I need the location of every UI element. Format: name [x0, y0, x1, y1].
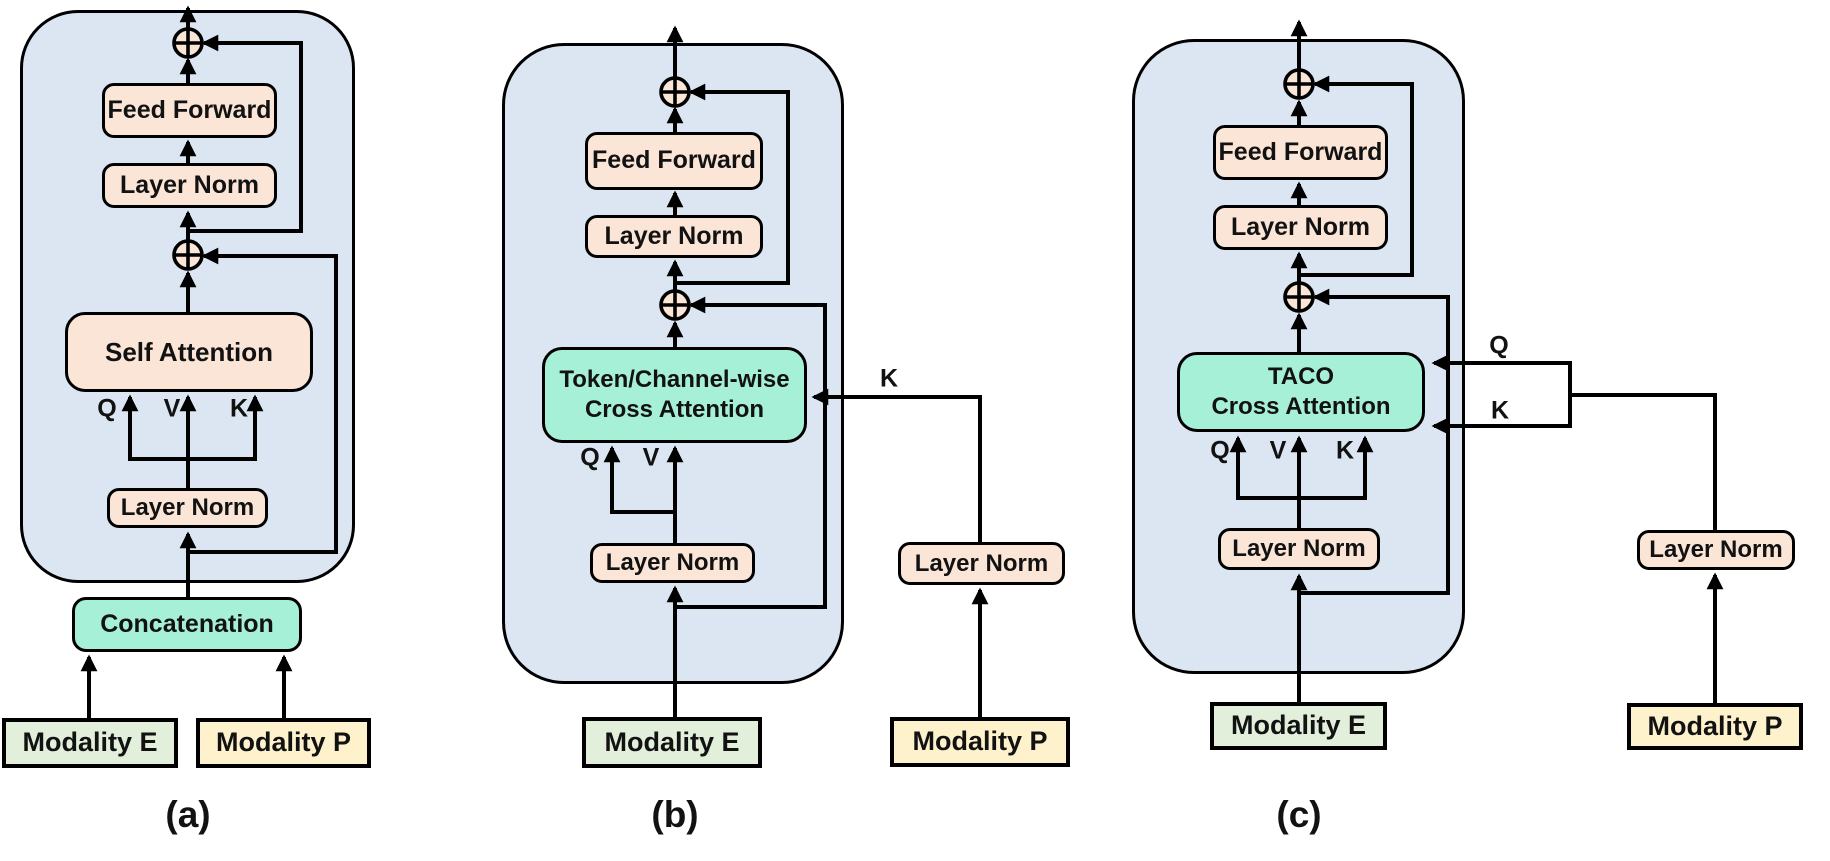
qk-router-box [1431, 354, 1572, 435]
feed-forward-block: Feed Forward [585, 132, 763, 190]
residual-ff-arrow [675, 83, 790, 285]
v-port-label: V [163, 394, 181, 423]
k-arrow [188, 394, 264, 461]
modality-p-block: Modality P [1627, 703, 1803, 750]
panel-c-connectors [1229, 19, 1724, 703]
add-circle-icon [1283, 281, 1315, 313]
q-arrow [121, 394, 188, 461]
residual-ff-arrow [1299, 75, 1414, 277]
layer-norm-block: Layer Norm [585, 215, 763, 258]
q-arrow [1229, 435, 1299, 500]
modality-e-block: Modality E [2, 718, 178, 768]
panel-a-caption: (a) [165, 794, 211, 835]
feed-forward-block: Feed Forward [102, 83, 277, 138]
v-port-label: V [1269, 436, 1287, 465]
residual-ff-arrow [188, 34, 303, 233]
panel-b-caption: (b) [651, 794, 699, 835]
qk-router-fill [1467, 361, 1570, 426]
k-input-label: K [879, 364, 899, 393]
panel-c-caption: (c) [1276, 794, 1322, 835]
q-port-label: Q [97, 394, 117, 423]
add-circle-icon [659, 289, 691, 321]
add-circle-icon [1283, 68, 1315, 100]
layer-norm-block: Layer Norm [1218, 528, 1380, 570]
layer-norm-block: Layer Norm [1213, 205, 1388, 250]
layer-norm-block: Layer Norm [107, 488, 268, 528]
q-port-label: Q [580, 443, 600, 472]
self-attention-block: Self Attention [65, 312, 313, 392]
panel-a-connectors [80, 5, 338, 718]
add-nodes [172, 27, 1315, 321]
modality-p-block: Modality P [196, 718, 371, 768]
k-port-label: K [229, 394, 249, 423]
concatenation-block: Concatenation [72, 597, 302, 652]
residual-attn-arrow [1299, 288, 1450, 595]
taco-cross-attention-block: TACO Cross Attention [1177, 352, 1425, 432]
panel-b-connectors [603, 25, 989, 717]
q-arrow [603, 445, 675, 514]
modality-e-block: Modality E [582, 717, 762, 768]
k-input-label: K [1490, 396, 1510, 425]
q-input-label: Q [1489, 331, 1509, 360]
modality-e-block: Modality E [1210, 702, 1387, 750]
q-port-label: Q [1210, 436, 1230, 465]
add-circle-icon [172, 239, 204, 271]
k-port-label: K [1335, 436, 1355, 465]
token-channel-cross-attention-block: Token/Channel-wise Cross Attention [542, 347, 807, 443]
modality-p-block: Modality P [890, 717, 1070, 767]
feed-forward-block: Feed Forward [1213, 125, 1388, 180]
layer-norm-block: Layer Norm [102, 163, 277, 208]
v-port-label: V [642, 443, 660, 472]
add-circle-icon [172, 27, 204, 59]
modality-p-to-router-line [1570, 393, 1717, 530]
residual-attn-arrow [675, 296, 827, 609]
cross-attention-line1: Token/Channel-wise [559, 366, 790, 393]
cross-attention-line2: Cross Attention [1211, 393, 1391, 420]
residual-attn-arrow [188, 247, 338, 554]
layer-norm-block: Layer Norm [590, 543, 755, 583]
k-from-modality-p-arrow [811, 388, 982, 542]
layer-norm-p-block: Layer Norm [1637, 530, 1795, 570]
cross-attention-line1: TACO [1267, 363, 1335, 390]
k-arrow [1299, 435, 1374, 500]
layer-norm-p-block: Layer Norm [898, 542, 1065, 585]
add-circle-icon [659, 76, 691, 108]
cross-attention-line2: Cross Attention [584, 396, 765, 423]
